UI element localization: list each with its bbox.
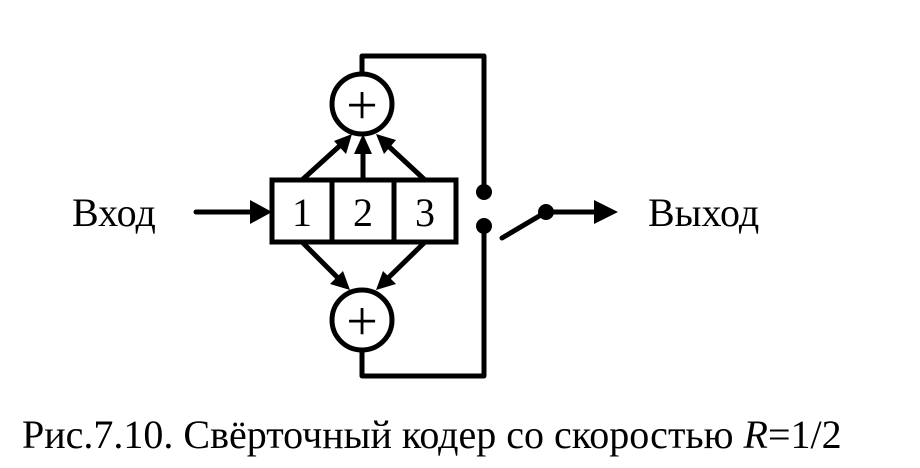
register-cell-2-label: 2 [353,190,373,235]
switch-contact-top [476,184,492,200]
top-adder-symbol: + [346,75,378,137]
bottom-adder-symbol: + [346,291,378,353]
top-modulo2-adder: + [329,71,395,137]
bottom-modulo2-adder: + [329,287,395,353]
register-cell-1-label: 1 [292,190,312,235]
output-arrowhead [594,200,618,224]
caption-rate-symbol: R [743,412,768,457]
figure-caption: Рис.7.10. Свёрточный кодер со скоростью … [22,412,842,457]
top-adder-output-line [359,53,487,193]
input-label: Вход [72,190,156,235]
shift-register: 1 2 3 [269,177,459,245]
register-cell-3-label: 3 [415,190,435,235]
caption-rate-value: =1/2 [768,412,842,457]
top-adder-taps [299,134,428,183]
switch-lever [499,209,549,241]
switch-contact-bottom [476,218,492,234]
bottom-adder-output-line [359,223,487,379]
bottom-adder-taps [299,239,428,290]
output-label: Выход [648,190,759,235]
input-arrowhead [250,200,272,224]
caption-prefix: Рис.7.10. Свёрточный кодер со скоростью [22,412,744,457]
